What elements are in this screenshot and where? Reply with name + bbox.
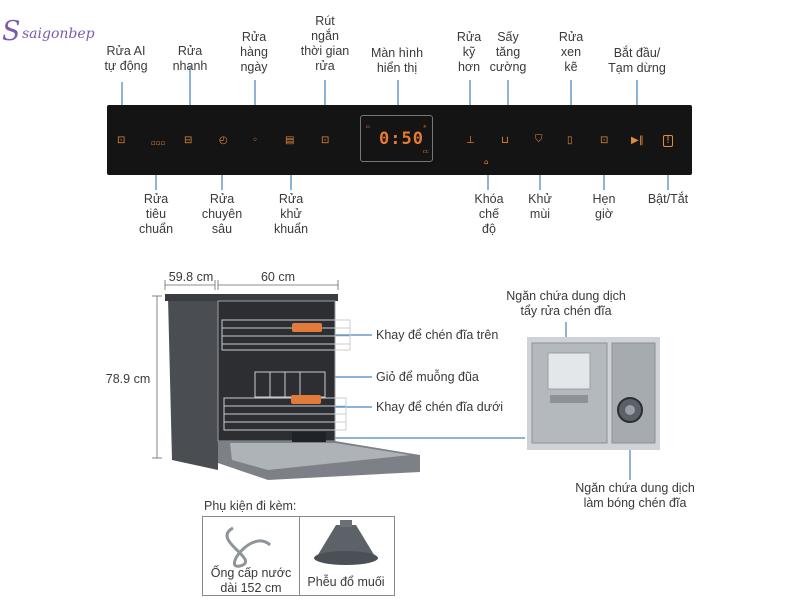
label-hose: Ống cấp nước dài 152 cm	[210, 566, 292, 595]
label-upper-rack: Khay để chén đĩa trên	[376, 328, 499, 342]
label-sanitize-wash: Rửa khử khuẩn	[273, 192, 309, 236]
label-intensive-wash: Rửa kỹ hơn	[456, 30, 482, 74]
dishwasher-illustration	[165, 294, 420, 480]
height-dimension: 78.9 cm	[105, 372, 151, 386]
timer-icon[interactable]: ⊡	[600, 135, 609, 146]
intensive-wash-icon[interactable]: ⊥	[466, 135, 475, 146]
label-cutlery-basket: Giỏ để muỗng đũa	[376, 370, 479, 384]
label-half-load: Rửa xen kẽ	[558, 30, 584, 74]
hose-illustration	[225, 526, 272, 568]
label-detergent-compartment: Ngăn chứa dung dịch tẩy rửa chén đĩa	[506, 289, 626, 318]
label-standard-wash: Rửa tiêu chuẩn	[138, 192, 174, 236]
label-child-lock: Khóa chế độ	[474, 192, 504, 236]
accessories-title: Phụ kiện đi kèm:	[204, 499, 297, 513]
sanitize-wash-icon[interactable]: ▤	[285, 135, 295, 146]
start-pause-icon[interactable]: ▶‖	[631, 135, 644, 146]
daily-wash-icon[interactable]: ◦	[252, 135, 258, 146]
deodorize-icon[interactable]: ⛉	[535, 134, 543, 145]
detergent-compartment-illustration	[527, 337, 660, 450]
width-dimension: 60 cm	[260, 270, 296, 284]
label-rinse-aid-compartment: Ngăn chứa dung dịch làm bóng chén đĩa	[575, 481, 695, 510]
label-display: Màn hình hiển thị	[370, 46, 424, 75]
display-star-icon: ✳	[423, 123, 427, 130]
accessories-box	[202, 516, 395, 596]
time-display: ▭ ✳ ᴄᴄ 0:50	[360, 115, 433, 162]
control-panel: ⊡ ▫▫▫ ⊟ ◴ ◦ ▤ ⊡ ▭ ✳ ᴄᴄ 0:50 ⊥ ⊔ ⌂ ⛉ ▯ ⊡ …	[107, 105, 692, 175]
label-daily-wash: Rửa hàng ngày	[240, 30, 268, 74]
label-ai-wash: Rửa AI tự động	[104, 44, 148, 73]
label-extra-dry: Sấy tăng cường	[489, 30, 527, 74]
brand-logo: S saigonbep	[2, 16, 112, 50]
funnel-illustration	[314, 520, 378, 565]
label-funnel: Phễu đổ muối	[307, 575, 385, 589]
label-start-pause: Bắt đầu/ Tạm dừng	[608, 46, 666, 75]
extra-dry-icon[interactable]: ⊔	[501, 135, 509, 146]
accessories-divider	[299, 517, 300, 595]
label-power: Bật/Tắt	[647, 192, 689, 206]
standard-wash-icon[interactable]: ▫▫▫	[151, 139, 166, 147]
display-digits: 0:50	[379, 129, 424, 149]
logo-mark: S	[2, 16, 21, 47]
display-indicator-icon: ▭	[366, 123, 370, 130]
label-deodorize: Khử mùi	[528, 192, 552, 221]
ai-wash-icon[interactable]: ⊡	[117, 135, 126, 146]
depth-dimension: 59.8 cm	[168, 270, 214, 284]
power-icon[interactable]: !	[663, 135, 674, 147]
shorten-time-icon[interactable]: ⊡	[321, 135, 330, 146]
display-status-icon: ᴄᴄ	[423, 148, 429, 155]
quick-wash-icon[interactable]: ⊟	[184, 135, 193, 146]
half-load-icon[interactable]: ▯	[567, 135, 573, 146]
logo-text: saigonbep	[22, 26, 95, 42]
label-lower-rack: Khay để chén đĩa dưới	[376, 400, 504, 414]
deep-wash-icon[interactable]: ◴	[219, 135, 228, 146]
label-timer: Hẹn giờ	[592, 192, 616, 221]
label-shorten-time: Rút ngắn thời gian rửa	[300, 14, 350, 73]
label-deep-wash: Rửa chuyên sâu	[201, 192, 243, 236]
label-quick-wash: Rửa nhanh	[172, 44, 208, 73]
child-lock-icon[interactable]: ⌂	[484, 158, 489, 166]
